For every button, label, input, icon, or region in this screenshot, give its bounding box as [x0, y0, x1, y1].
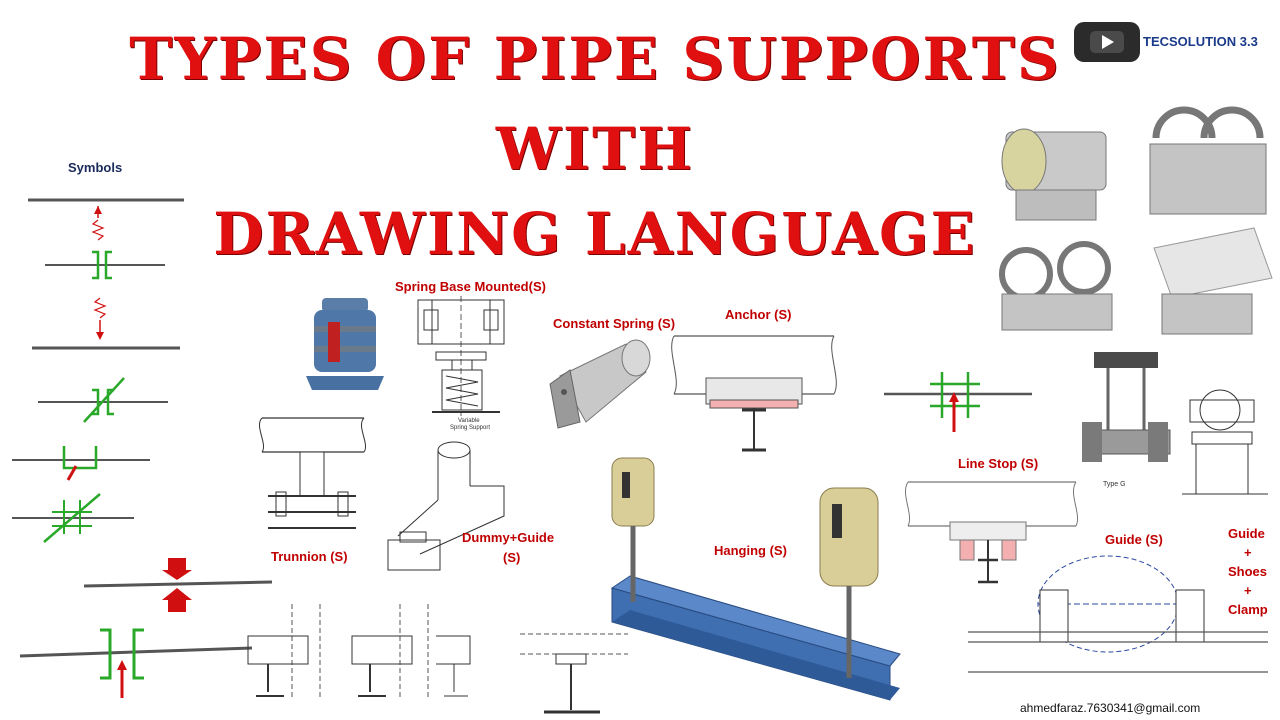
- author-email: ahmedfaraz.7630341@gmail.com: [1020, 701, 1201, 715]
- guide-drawing: [968, 555, 1268, 673]
- anchor-label: Anchor (S): [725, 307, 792, 322]
- line-stop-label: Line Stop (S): [958, 456, 1039, 471]
- anchor-drawing: [671, 335, 837, 452]
- hanging-support-3d-image: [610, 457, 901, 701]
- dummy-guide-label-1: Dummy+Guide: [462, 530, 555, 545]
- bottom-trunnion-drawings: [247, 604, 471, 700]
- clamp-stand-drawing: [1182, 389, 1268, 495]
- spring-can-3d-image: [306, 298, 384, 390]
- play-logo-icon: [1074, 22, 1140, 62]
- hanging-label: Hanging (S): [714, 543, 787, 558]
- guide-shoes-clamp-label-3: Shoes: [1228, 564, 1268, 579]
- type-g-caption: Type G: [1103, 481, 1126, 488]
- constant-spring-label: Constant Spring (S): [553, 316, 676, 331]
- title-line-3: DRAWING LANGUAGE: [213, 200, 977, 268]
- guide-shoes-clamp-label-1: Guide: [1228, 526, 1265, 541]
- spring-base-label: Spring Base Mounted(S): [395, 279, 546, 294]
- pipe-shoe-3d-images: [999, 106, 1273, 335]
- bottom-dummy-drawing: [520, 633, 628, 714]
- title-line-2: WITH: [495, 115, 695, 183]
- title-line-1: TYPES OF PIPE SUPPORTS: [129, 25, 1061, 93]
- guide-shoes-clamp-label-4: +: [1244, 583, 1252, 598]
- guide-label: Guide (S): [1105, 532, 1163, 547]
- symbols-heading: Symbols: [68, 160, 123, 175]
- variable-spring-caption-2: Spring Support: [450, 425, 491, 431]
- trunnion-label: Trunnion (S): [271, 549, 348, 564]
- symbols-column: [12, 198, 273, 698]
- variable-spring-caption-1: Variable: [458, 418, 480, 424]
- line-stop-symbol: [884, 372, 1032, 432]
- dummy-guide-drawing: [387, 441, 505, 571]
- brand-name: TECSOLUTION 3.3: [1143, 34, 1258, 49]
- line-stop-drawing: [904, 481, 1078, 584]
- constant-spring-3d-image: [549, 339, 651, 429]
- spring-base-drawing: [417, 296, 505, 416]
- trunnion-drawing: [258, 417, 366, 529]
- guide-shoes-clamp-label-2: +: [1244, 545, 1252, 560]
- guide-shoes-clamp-label-5: Clamp: [1228, 602, 1268, 617]
- hanger-type-g-3d-image: [1082, 352, 1171, 462]
- dummy-guide-label-2: (S): [503, 550, 521, 565]
